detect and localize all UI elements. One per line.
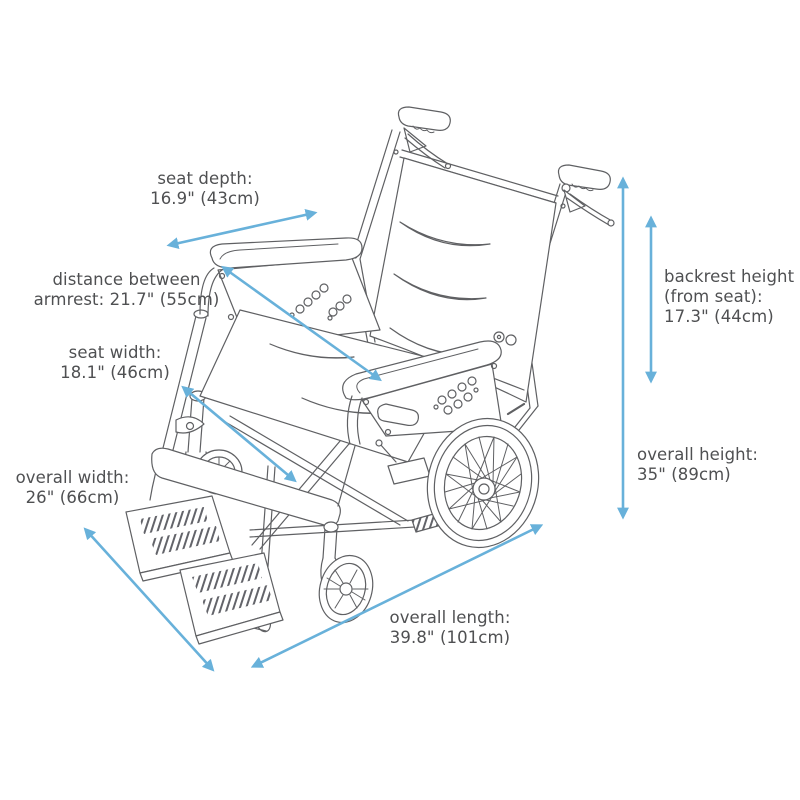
seat-width-label: seat width: 18.1" (46cm): [15, 343, 215, 383]
seat-depth-label-line2: 16.9" (43cm): [150, 189, 260, 208]
overall-length-label-line2: 39.8" (101cm): [389, 628, 511, 647]
push-handles: [397, 106, 615, 227]
armrest-distance-arrow: [221, 265, 382, 382]
dimension-arrows: [83, 176, 657, 672]
wheel-lock: [375, 439, 431, 485]
seat-depth-arrow: [166, 208, 318, 250]
overall-length-label-line1: overall length:: [389, 608, 511, 627]
overall-height-label-line2: 35" (89cm): [637, 465, 731, 484]
seat-width-label-line1: seat width:: [68, 343, 162, 362]
seat-width-label-line2: 18.1" (46cm): [60, 363, 170, 382]
overall-height-label-line1: overall height:: [637, 445, 758, 464]
armrest-distance-label: distance between armrest: 21.7" (55cm): [14, 270, 239, 310]
armrest-distance-label-line2: armrest: 21.7" (55cm): [33, 290, 220, 309]
overall-width-label-line1: overall width:: [15, 468, 130, 487]
overall-length-arrow: [250, 524, 544, 668]
armrest-hinge: [493, 331, 517, 346]
overall-width-label: overall width: 26" (66cm): [0, 468, 145, 508]
seat-width-arrow: [181, 385, 297, 483]
backrest-height-label: backrest height (from seat): 17.3" (44cm…: [664, 267, 800, 327]
overall-width-arrow: [83, 527, 215, 672]
footplates: [125, 495, 284, 645]
overall-length-label: overall length: 39.8" (101cm): [360, 608, 540, 648]
overall-height-label: overall height: 35" (89cm): [637, 445, 777, 485]
overall-width-label-line2: 26" (66cm): [25, 488, 120, 507]
backrest-height-label-line3: 17.3" (44cm): [664, 307, 774, 326]
seat-depth-label-line1: seat depth:: [157, 169, 253, 188]
backrest-height-label-line1: backrest height: [664, 267, 795, 286]
seat-depth-label: seat depth: 16.9" (43cm): [105, 169, 305, 209]
armrest-distance-label-line1: distance between: [52, 270, 201, 289]
backrest-height-label-line2: (from seat):: [664, 287, 763, 306]
